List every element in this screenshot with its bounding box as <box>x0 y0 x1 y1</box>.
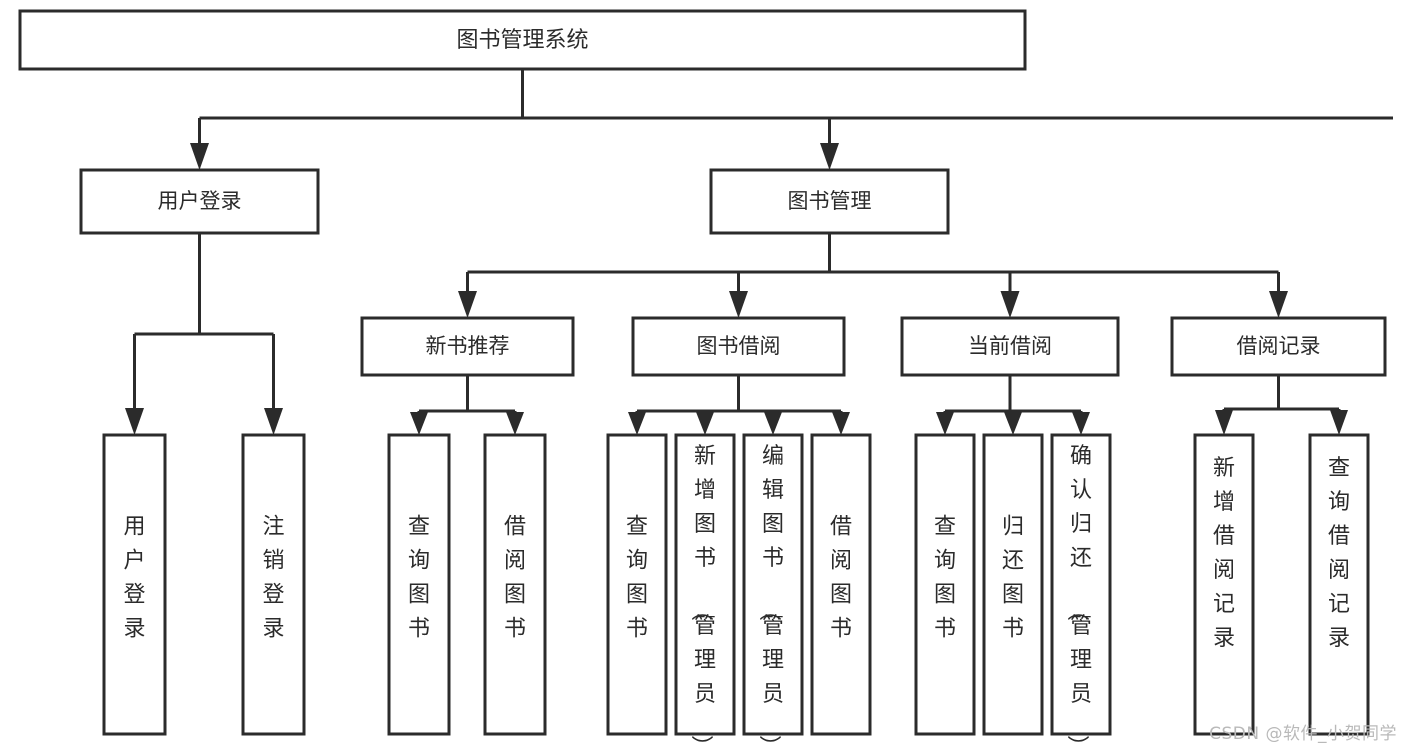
node-leaf-logout-box[interactable] <box>241 433 306 736</box>
connector-level2-bus <box>198 116 1393 146</box>
connector-book-borrow-bus <box>635 409 843 416</box>
node-leaf-query-borrow-record-label: 查询借阅记录 <box>1328 456 1350 651</box>
node-root[interactable]: 图书管理系统 <box>18 9 1027 71</box>
node-leaf-user-login-box[interactable] <box>102 433 167 736</box>
node-current-borrow[interactable]: 当前借阅 <box>900 316 1120 377</box>
node-leaf-user-login[interactable]: 用户登录 <box>102 433 167 736</box>
node-leaf-confirm-return-label: 确认归还（管理员） <box>1064 444 1092 747</box>
node-new-book-recommend-box[interactable] <box>360 316 575 377</box>
node-leaf-query-borrow-record[interactable]: 查询借阅记录 <box>1308 433 1370 736</box>
arrowhead-new-book-recommend <box>458 291 477 318</box>
node-leaf-add-book-admin-label: 新增图书（管理员） <box>688 444 716 747</box>
node-leaf-query-book-3-box[interactable] <box>914 433 976 736</box>
node-leaf-add-borrow-record-box[interactable] <box>1193 433 1255 736</box>
arrowhead-leaf-logout <box>264 408 283 435</box>
node-leaf-add-book-admin[interactable]: 新增图书（管理员） <box>674 433 736 747</box>
node-leaf-query-book-1-label: 查询图书 <box>408 515 430 642</box>
node-book-borrow-box[interactable] <box>631 316 846 377</box>
node-leaf-return-book[interactable]: 归还图书 <box>982 433 1044 736</box>
arrowhead-current-borrow <box>1000 291 1020 318</box>
arrowhead-leaf-edit-book-admin <box>764 412 782 435</box>
node-leaf-borrow-book-1-label: 借阅图书 <box>504 515 526 642</box>
node-book-borrow-label: 图书借阅 <box>697 334 781 358</box>
arrowhead-leaf-add-borrow-record <box>1215 410 1233 435</box>
node-leaf-query-book-2-box[interactable] <box>606 433 668 736</box>
arrowhead-leaf-borrow-book-2 <box>832 412 850 435</box>
arrowhead-user-login <box>190 143 209 170</box>
arrowhead-leaf-query-book-2 <box>628 412 646 435</box>
node-leaf-borrow-book-1[interactable]: 借阅图书 <box>483 433 547 736</box>
node-leaf-edit-book-admin-label: 编辑图书（管理员） <box>756 444 784 747</box>
arrowhead-book-manage <box>820 143 839 170</box>
node-leaf-edit-book-admin-box[interactable] <box>742 433 804 736</box>
connector-borrow-record-bus <box>1222 407 1341 414</box>
node-root-box[interactable] <box>18 9 1027 71</box>
node-leaf-query-book-1[interactable]: 查询图书 <box>387 433 451 736</box>
leaf-node-layer: 用户登录 注销登录 查询图书 借阅图书 查询图书 新增图书（管理员） 编辑图书（管理员） 借阅… <box>102 433 1370 747</box>
node-book-manage-label: 图书管理 <box>788 189 872 213</box>
node-leaf-edit-book-admin[interactable]: 编辑图书（管理员） <box>742 433 804 747</box>
node-leaf-logout[interactable]: 注销登录 <box>241 433 306 736</box>
arrowhead-leaf-confirm-return <box>1072 412 1090 435</box>
node-borrow-record[interactable]: 借阅记录 <box>1170 316 1387 377</box>
connector-layer <box>125 69 1393 435</box>
node-leaf-add-borrow-record-label: 新增借阅记录 <box>1213 456 1235 651</box>
node-leaf-add-book-admin-box[interactable] <box>674 433 736 736</box>
node-book-manage[interactable]: 图书管理 <box>709 168 950 235</box>
node-new-book-recommend-label: 新书推荐 <box>426 334 510 358</box>
node-leaf-user-login-label: 用户登录 <box>123 515 145 642</box>
node-leaf-query-book-1-box[interactable] <box>387 433 451 736</box>
node-borrow-record-label: 借阅记录 <box>1237 334 1321 358</box>
node-current-borrow-label: 当前借阅 <box>968 334 1052 358</box>
arrowhead-leaf-add-book-admin <box>696 412 714 435</box>
node-current-borrow-box[interactable] <box>900 316 1120 377</box>
node-leaf-borrow-book-2-box[interactable] <box>810 433 872 736</box>
node-leaf-borrow-book-1-box[interactable] <box>483 433 547 736</box>
arrowhead-leaf-user-login <box>125 408 144 435</box>
node-leaf-query-book-2-label: 查询图书 <box>626 515 648 642</box>
node-leaf-return-book-box[interactable] <box>982 433 1044 736</box>
node-leaf-query-book-3-label: 查询图书 <box>934 515 956 642</box>
node-user-login[interactable]: 用户登录 <box>79 168 320 235</box>
node-borrow-record-box[interactable] <box>1170 316 1387 377</box>
arrowhead-leaf-query-borrow-record <box>1330 410 1348 435</box>
connector-user-login-bus <box>133 332 275 410</box>
node-leaf-return-book-label: 归还图书 <box>1002 515 1024 642</box>
arrowhead-book-borrow <box>729 291 748 318</box>
node-leaf-borrow-book-2-label: 借阅图书 <box>830 515 852 642</box>
node-leaf-add-borrow-record[interactable]: 新增借阅记录 <box>1193 433 1255 736</box>
connector-level3-bus <box>466 270 1280 294</box>
node-new-book-recommend[interactable]: 新书推荐 <box>360 316 575 377</box>
node-book-borrow[interactable]: 图书借阅 <box>631 316 846 377</box>
watermark-text: CSDN @软件_小贺同学 <box>1209 724 1397 744</box>
node-leaf-query-borrow-record-box[interactable] <box>1308 433 1370 736</box>
node-leaf-confirm-return[interactable]: 确认归还（管理员） <box>1050 433 1112 747</box>
node-leaf-borrow-book-2[interactable]: 借阅图书 <box>810 433 872 736</box>
node-leaf-query-book-3[interactable]: 查询图书 <box>914 433 976 736</box>
node-user-login-label: 用户登录 <box>158 189 242 213</box>
connector-new-book-bus <box>417 409 517 416</box>
arrowhead-leaf-borrow-book-1 <box>506 412 524 435</box>
node-book-manage-box[interactable] <box>709 168 950 235</box>
node-leaf-confirm-return-box[interactable] <box>1050 433 1112 736</box>
node-leaf-logout-label: 注销登录 <box>262 515 284 642</box>
arrowhead-borrow-record <box>1269 291 1288 318</box>
arrowhead-leaf-query-book-3 <box>936 412 954 435</box>
arrowhead-leaf-query-book-1 <box>410 412 428 435</box>
node-leaf-query-book-2[interactable]: 查询图书 <box>606 433 668 736</box>
node-root-label: 图书管理系统 <box>456 28 588 53</box>
node-user-login-box[interactable] <box>79 168 320 235</box>
arrowhead-leaf-return-book <box>1004 412 1022 435</box>
